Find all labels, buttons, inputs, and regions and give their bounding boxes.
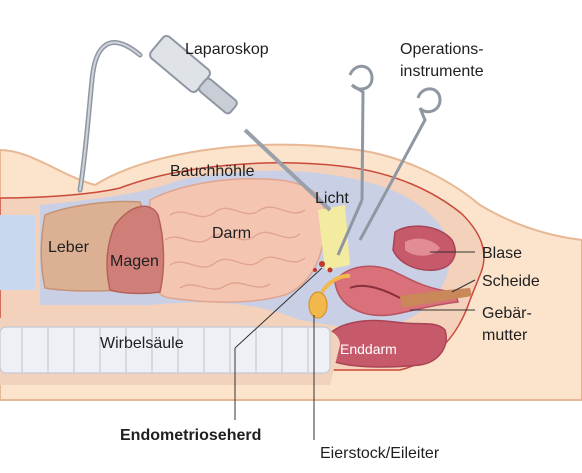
label-blase: Blase [482,245,522,262]
light-beam [318,205,350,270]
endometriosis-spots [313,261,333,273]
label-operations-line2: instrumente [400,63,484,80]
label-scheide: Scheide [482,273,540,290]
stomach [106,205,165,295]
surgical-instruments [336,64,442,256]
laparoscope [149,35,332,212]
label-darm: Darm [212,225,251,242]
label-gebaer-line1: Gebär- [482,305,532,322]
vagina [400,288,472,308]
label-gebaer-line2: mutter [482,327,528,344]
background-bottom [0,410,582,473]
ovary [308,291,328,319]
vertebrae [0,326,331,374]
uterus-cavity [349,284,401,299]
intestine-loops [164,206,306,290]
leader-lines [234,251,476,440]
label-wirbelsaeule: Wirbelsäule [100,335,184,352]
label-licht: Licht [315,190,349,207]
bladder-inner [405,238,440,256]
label-laparoskop: Laparoskop [185,41,269,58]
label-endometrioseherd: Endometrioseherd [120,427,261,444]
thorax-edge [0,215,35,290]
fallopian-tube [320,273,351,294]
label-enddarm: Enddarm [340,341,397,357]
label-eierstock: Eierstock/Eileiter [320,445,440,462]
label-bauchhoehle: Bauchhöhle [170,163,255,180]
label-operations-line1: Operations- [400,41,484,58]
label-magen: Magen [110,253,159,270]
label-leber: Leber [48,239,90,256]
